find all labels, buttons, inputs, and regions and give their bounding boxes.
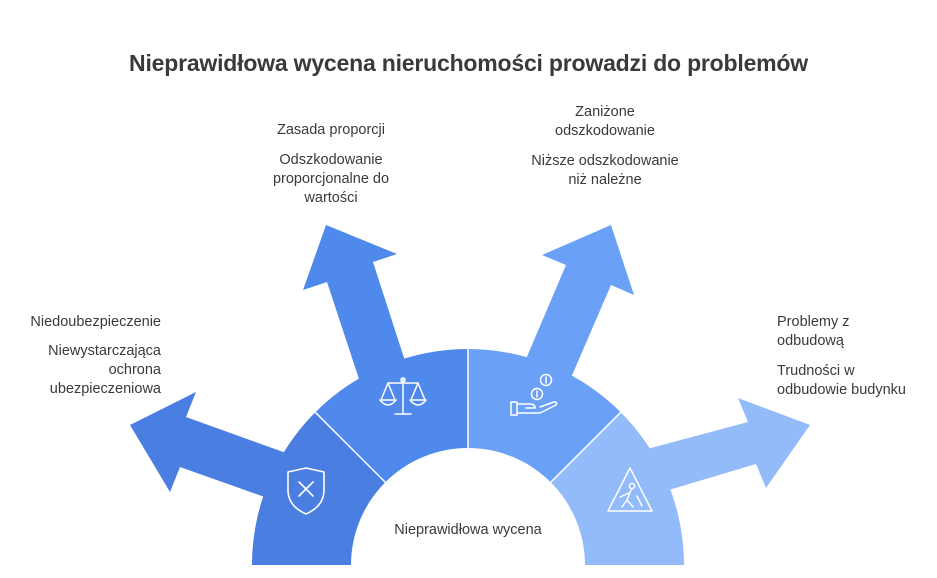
branch-heading: Zasada proporcji: [277, 122, 385, 138]
scales-icon: [379, 377, 427, 415]
arrow-zanizone-odszkodowanie: [526, 225, 634, 380]
branch-description: Niewystarczająca ochrona ubezpieczeniowa: [48, 343, 161, 397]
branch-zasada-proporcji: Zasada proporcji Odszkodowanie proporcjo…: [256, 121, 406, 208]
hand-coins-icon: [510, 373, 558, 416]
construction-sign-icon: [607, 467, 653, 512]
shield-x-icon: [287, 467, 325, 515]
segment-zanizone-odszkodowanie: [468, 349, 621, 483]
branch-description: Trudności w odbudowie budynku: [777, 363, 906, 398]
arrow-zasada-proporcji: [303, 225, 406, 382]
branch-description: Odszkodowanie proporcjonalne do wartości: [272, 152, 390, 206]
branch-description: Niższe odszkodowanie niż należne: [531, 153, 679, 188]
branch-zanizone-odszkodowanie: Zaniżone odszkodowanie Niższe odszkodowa…: [525, 103, 685, 190]
branch-heading: Problemy z odbudową: [777, 314, 850, 349]
center-label: Nieprawidłowa wycena: [394, 522, 542, 538]
arrow-problemy-z-odbudowa: [632, 398, 810, 498]
segment-niedoubezpieczenie: [252, 412, 386, 565]
branch-problemy-z-odbudowa: Problemy z odbudową Trudności w odbudowi…: [777, 313, 917, 400]
branch-heading: Zaniżone odszkodowanie: [555, 104, 655, 139]
segment-zasada-proporcji: [315, 349, 468, 483]
branch-heading: Niedoubezpieczenie: [30, 314, 161, 330]
page-title: Nieprawidłowa wycena nieruchomości prowa…: [129, 50, 808, 76]
arrow-niedoubezpieczenie: [130, 392, 300, 506]
segment-problemy-z-odbudowa: [550, 412, 684, 565]
branch-niedoubezpieczenie: Niedoubezpieczenie Niewystarczająca ochr…: [10, 313, 161, 399]
